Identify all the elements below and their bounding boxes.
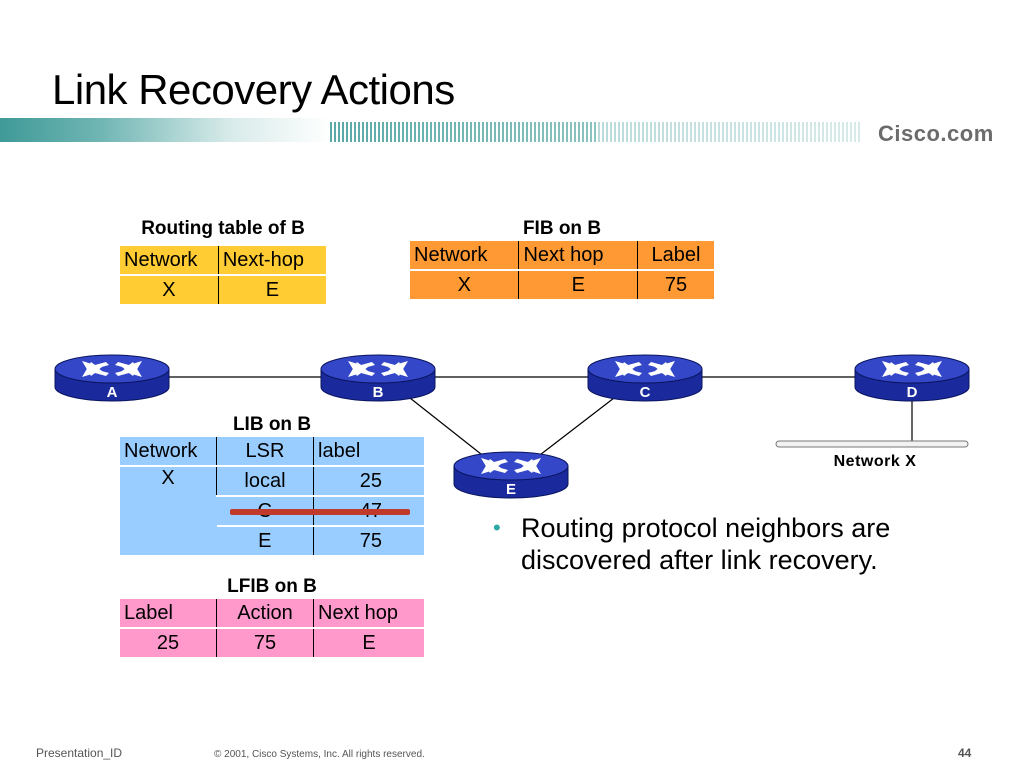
lib-header-lsr: LSR [216, 437, 314, 467]
fib-cell-label: 75 [637, 270, 714, 299]
fib-cell-network: X [457, 273, 471, 296]
routing-cell-network: X [162, 278, 176, 301]
lib-cell-network: X [161, 467, 175, 489]
lib-header-network: Network [120, 437, 217, 467]
lib-title: LIB on B [232, 414, 312, 435]
router-label-e: E [506, 481, 516, 498]
routing-header-network: Network [120, 246, 219, 276]
header-band [0, 118, 860, 142]
router-label-c: C [640, 384, 651, 401]
footer-presentation-id: Presentation_ID [36, 746, 123, 760]
router-icon [453, 451, 569, 499]
bullet-icon: • [493, 515, 501, 540]
router-icon [854, 354, 970, 402]
bullet-point: • Routing protocol neighbors are discove… [493, 512, 973, 576]
page-number: 44 [958, 746, 972, 760]
lfib-cell-nexthop: E [313, 628, 424, 657]
router-d [854, 354, 970, 402]
network-x-label: Network X [834, 453, 917, 470]
lib-table: Network LSR label X local 25 C 47 E 75 [120, 437, 424, 555]
lfib-cell-label: 25 [156, 631, 180, 654]
router-e [453, 451, 569, 499]
fib-header-nexthop: Next hop [518, 241, 638, 271]
lfib-header-action: Action [216, 599, 314, 629]
router-icon [587, 354, 703, 402]
router-c [587, 354, 703, 402]
routing-table: Network Next-hop X E [120, 246, 326, 304]
fib-cell-nexthop: E [518, 270, 638, 299]
link-b-e [409, 397, 487, 459]
brand-logo-text: Cisco.com [878, 121, 994, 146]
fib-header-network: Network [410, 241, 519, 271]
slide-title: Link Recovery Actions [52, 66, 455, 113]
lfib-cell-action: 75 [216, 628, 314, 657]
router-icon [54, 354, 170, 402]
link-c-e [535, 397, 615, 459]
routing-cell-nexthop: E [217, 275, 326, 304]
router-b [320, 354, 436, 402]
network-x-segment [775, 440, 969, 448]
routing-header-nexthop: Next-hop [217, 246, 326, 276]
router-a [54, 354, 170, 402]
lib-header-label: label [313, 437, 424, 467]
lfib-title: LFIB on B [227, 576, 317, 597]
lib-cell-label: 25 [313, 466, 424, 496]
footer-copyright: © 2001, Cisco Systems, Inc. All rights r… [214, 749, 425, 760]
fib-title: FIB on B [522, 218, 602, 239]
fib-table: Network Next hop Label X E 75 [410, 241, 714, 299]
lfib-header-label: Label [120, 599, 217, 629]
removed-entry-strike [230, 509, 410, 515]
fib-header-label: Label [637, 241, 714, 271]
bullet-text: Routing protocol neighbors are discovere… [521, 513, 891, 575]
router-label-d: D [907, 384, 918, 401]
lib-cell-lsr: E [216, 525, 314, 555]
lib-cell-lsr: local [216, 466, 314, 496]
lfib-table: Label Action Next hop 25 75 E [120, 599, 424, 657]
router-label-b: B [373, 384, 384, 401]
routing-table-title: Routing table of B [141, 218, 305, 239]
router-icon [320, 354, 436, 402]
router-label-a: A [107, 384, 118, 401]
lib-cell-label: 75 [313, 525, 424, 555]
lfib-header-nexthop: Next hop [313, 599, 424, 629]
